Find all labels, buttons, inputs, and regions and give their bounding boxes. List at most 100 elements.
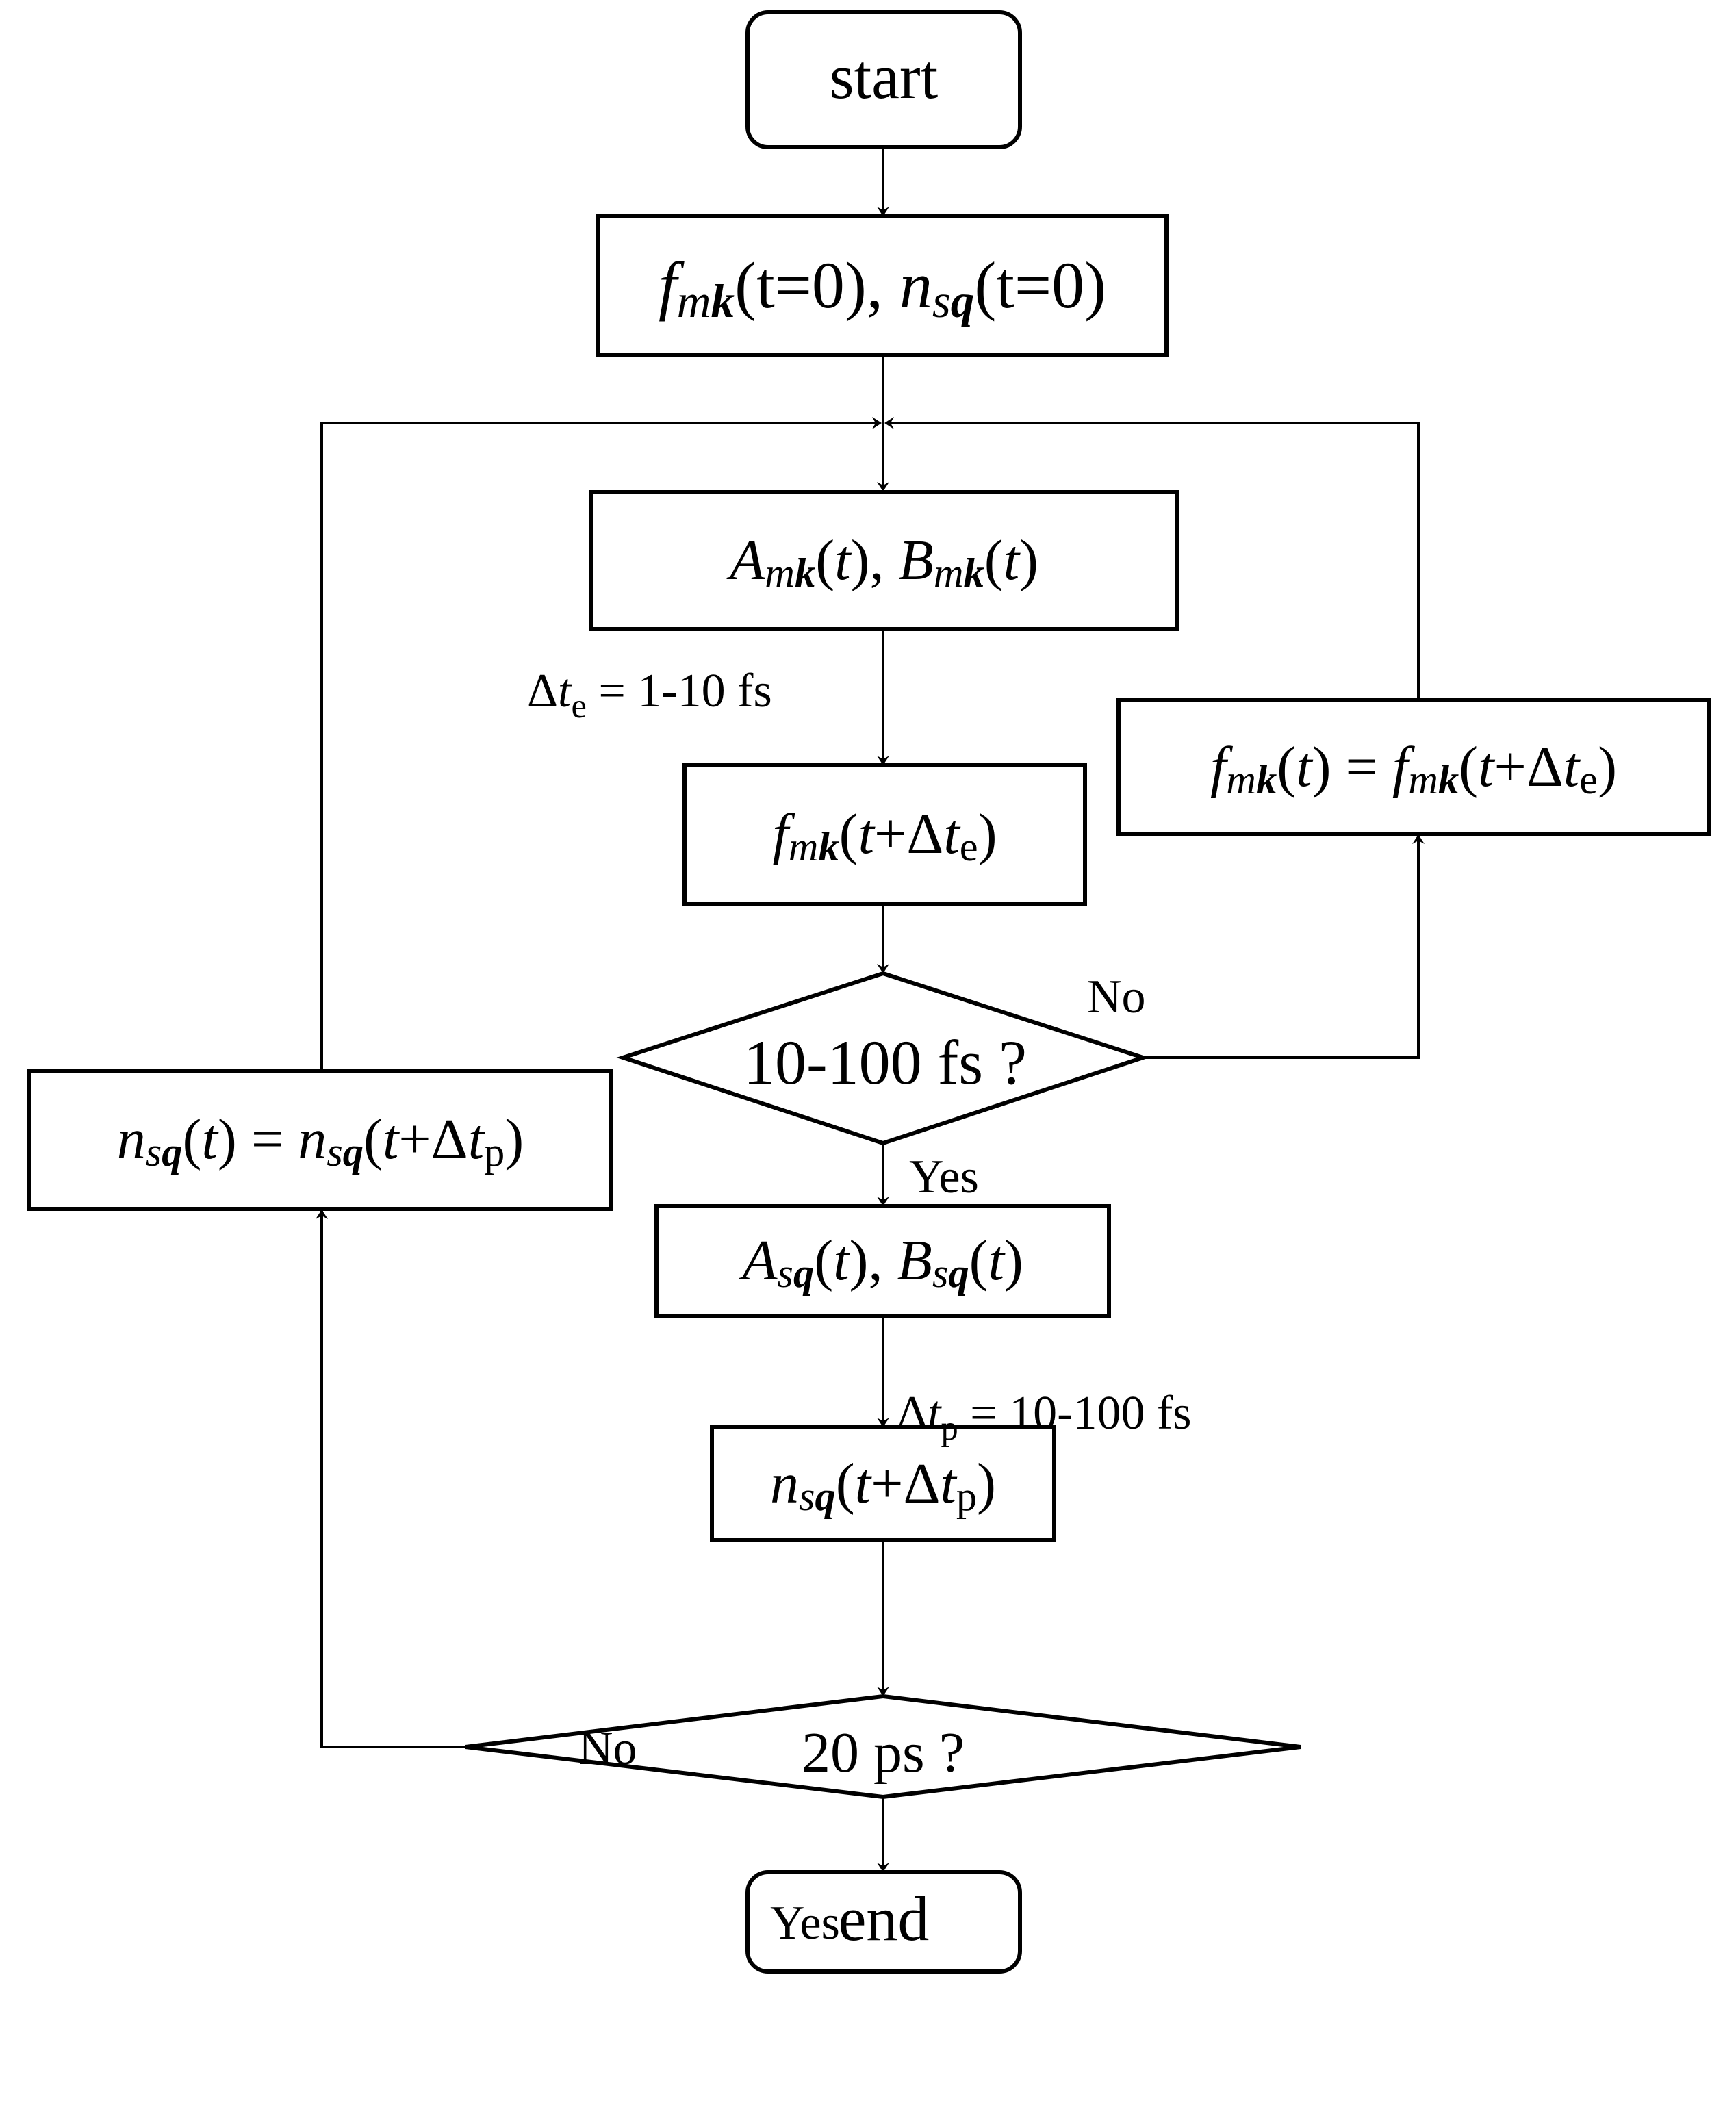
paren-close: ) xyxy=(1004,1229,1023,1292)
index-s: s xyxy=(932,274,951,327)
index-s: s xyxy=(777,1251,793,1297)
symbol-t: t xyxy=(558,665,572,717)
symbol-t: t xyxy=(988,1229,1004,1292)
index-q: q xyxy=(950,274,975,327)
edge-label-dt-e: Δte = 1-10 fs xyxy=(527,665,772,724)
index-p: p xyxy=(484,1129,505,1176)
end-label: end xyxy=(839,1884,930,1954)
paren-close: ) xyxy=(1598,735,1618,799)
paren-open: ( xyxy=(815,528,835,592)
separator: , xyxy=(868,1229,897,1292)
init-node-label: f mk (t=0), n sq (t=0) xyxy=(598,216,1166,355)
index-k: k xyxy=(1438,756,1459,803)
delta-symbol: Δ xyxy=(903,1451,941,1516)
index-q: q xyxy=(793,1251,815,1297)
index-e: e xyxy=(1579,756,1598,803)
symbol-t: t xyxy=(940,1451,956,1516)
paren-open: ( xyxy=(1459,735,1479,799)
delta-symbol: Δ xyxy=(527,665,559,717)
paren-close: ) xyxy=(505,1108,524,1171)
index-p: p xyxy=(956,1473,978,1520)
symbol-f: f xyxy=(772,802,789,866)
edge-label-electron-no: No xyxy=(1087,971,1146,1023)
init-arg-2: (t=0) xyxy=(974,248,1107,322)
symbol-A: A xyxy=(742,1229,778,1292)
decision-total-label: 20 ps ? xyxy=(802,1721,965,1785)
index-k: k xyxy=(963,550,984,597)
symbol-t: t xyxy=(833,1229,850,1292)
index-q: q xyxy=(815,1473,836,1520)
index-s: s xyxy=(327,1129,343,1176)
delta-symbol: Δ xyxy=(1526,735,1563,799)
symbol-t: t xyxy=(1478,735,1494,799)
index-e: e xyxy=(959,824,978,871)
index-m: m xyxy=(765,550,795,597)
symbol-n: n xyxy=(899,248,932,322)
delta-symbol: Δ xyxy=(897,1387,928,1440)
electron-rates-node-label: A mk (t), B mk (t) xyxy=(591,492,1177,629)
symbol-f: f xyxy=(1210,735,1227,799)
index-k: k xyxy=(818,824,839,871)
paren-close: ) xyxy=(977,1451,997,1516)
separator: , xyxy=(869,528,899,592)
paren-open: ( xyxy=(969,1229,988,1292)
symbol-t: t xyxy=(928,1387,941,1440)
plus-sign: + xyxy=(871,1451,904,1516)
paren-open: ( xyxy=(984,528,1004,592)
symbol-t: t xyxy=(858,802,874,866)
index-q: q xyxy=(948,1251,969,1297)
paren-open: ( xyxy=(1277,735,1297,799)
index-m: m xyxy=(1408,756,1438,803)
edge-label-total-yes: Yes xyxy=(770,1897,840,1950)
symbol-t: t xyxy=(1003,528,1020,592)
symbol-t: t xyxy=(382,1108,399,1171)
decision-electron-label: 10-100 fs ? xyxy=(743,1027,1027,1097)
edge-total-no-update xyxy=(316,1210,465,1748)
paren-open: ( xyxy=(835,1451,855,1516)
paren-open: ( xyxy=(363,1108,383,1171)
paren-close: ) xyxy=(1019,528,1039,592)
edge-update-junction xyxy=(884,417,1420,700)
symbol-t: t xyxy=(468,1108,485,1171)
symbol-B: B xyxy=(898,528,934,592)
paren-open: ( xyxy=(182,1108,202,1171)
delta-symbol: Δ xyxy=(906,802,944,866)
phonon-rates-node-label: A sq (t), B sq (t) xyxy=(656,1206,1109,1316)
paren-close: ) xyxy=(849,1229,869,1292)
dt-p-value: = 10-100 fs xyxy=(958,1387,1192,1440)
symbol-f: f xyxy=(1392,735,1409,799)
symbol-t: t xyxy=(834,528,851,592)
symbol-t: t xyxy=(1296,735,1312,799)
paren-open: ( xyxy=(814,1229,834,1292)
symbol-t: t xyxy=(854,1451,871,1516)
symbol-t: t xyxy=(201,1108,218,1171)
plus-sign: + xyxy=(1494,735,1527,799)
index-k: k xyxy=(794,550,816,597)
paren-close: ) xyxy=(978,802,997,866)
index-s: s xyxy=(145,1129,162,1176)
plus-sign: + xyxy=(874,802,907,866)
electron-step-node-shape xyxy=(682,763,1087,906)
start-label: start xyxy=(830,42,939,112)
symbol-A: A xyxy=(729,528,765,592)
paren-close: ) xyxy=(1312,735,1331,799)
index-e: e xyxy=(571,687,587,726)
index-m: m xyxy=(788,824,819,871)
index-m: m xyxy=(676,274,711,327)
equals-sign: = xyxy=(1331,735,1392,799)
edge-label-total-no: No xyxy=(578,1722,637,1775)
delta-symbol: Δ xyxy=(431,1108,468,1171)
index-m: m xyxy=(933,550,964,597)
symbol-t: t xyxy=(943,802,960,866)
end-node-shape xyxy=(745,1870,1022,1974)
edge-label-electron-yes: Yes xyxy=(909,1151,979,1203)
equals-sign: = xyxy=(236,1108,298,1171)
index-s: s xyxy=(798,1473,815,1520)
index-k: k xyxy=(1255,756,1277,803)
electron-update-node-shape xyxy=(1116,698,1711,836)
index-m: m xyxy=(1226,756,1256,803)
paren-open: ( xyxy=(839,802,858,866)
